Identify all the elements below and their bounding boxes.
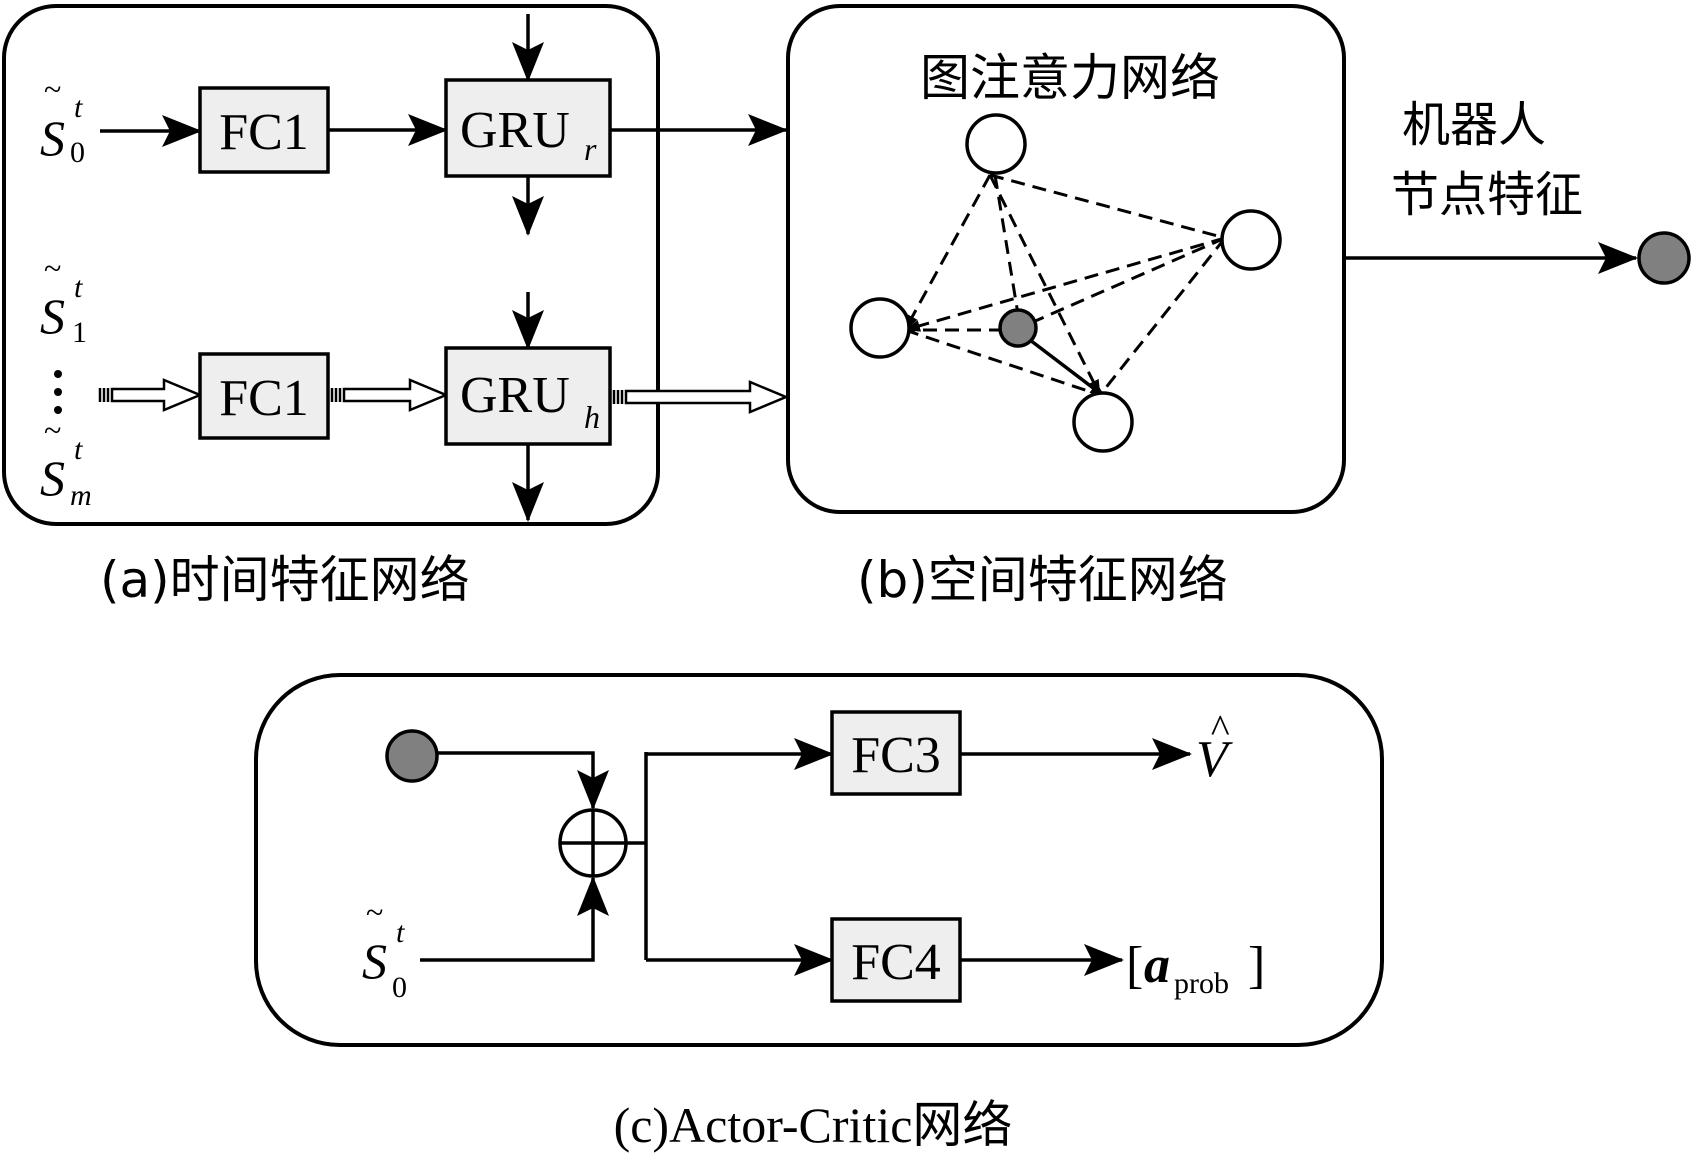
fc1-bottom-box xyxy=(198,352,330,440)
action-bracket-open: [ xyxy=(1126,937,1143,994)
gru-r-box xyxy=(444,78,612,178)
fc1-bottom-label: FC1 xyxy=(219,370,309,427)
robot-feature-output: 机器人 节点特征 xyxy=(1344,97,1691,285)
input-sm-sup: t xyxy=(74,433,83,466)
robot-feature-node xyxy=(1637,231,1691,285)
graph-node-left xyxy=(849,297,911,359)
line-s0-to-concat xyxy=(420,876,609,962)
panel-a-frame xyxy=(2,4,660,526)
input-s1-sub: 1 xyxy=(72,316,87,349)
tilde-mark: ~ xyxy=(44,412,61,448)
gru-h-base: GRU xyxy=(460,367,570,424)
tilde-mark: ~ xyxy=(44,71,61,107)
concat-operator-icon xyxy=(558,808,628,878)
output-label-line2: 节点特征 xyxy=(1391,167,1583,223)
gru-h-box xyxy=(444,346,612,446)
input-s0-c-sub: 0 xyxy=(392,971,407,1004)
fc1-top-label: FC1 xyxy=(219,104,309,161)
graph-node-bottom xyxy=(1072,391,1134,453)
input-s1-sup: t xyxy=(74,271,83,304)
gru-r-base: GRU xyxy=(460,102,570,159)
hat-mark: ^ xyxy=(1210,706,1230,751)
input-sm-label: S ~ m t xyxy=(40,412,92,512)
panel-c-frame xyxy=(254,673,1384,1047)
graph-node-right xyxy=(1220,209,1282,271)
attention-edge-solid xyxy=(1028,338,1107,399)
value-output: V xyxy=(1196,731,1233,788)
input-s0-sub: 0 xyxy=(70,136,85,169)
input-s0-c-base: S xyxy=(362,933,387,989)
line-feature-to-concat xyxy=(437,751,609,810)
attention-edges xyxy=(903,173,1227,397)
action-sub: prob xyxy=(1174,967,1229,1000)
fc3-label: FC3 xyxy=(851,727,941,784)
graph-node-top xyxy=(965,113,1027,175)
hollow-arrow-inputs-to-fc1 xyxy=(98,378,204,412)
gru-h-sub: h xyxy=(584,399,600,435)
tilde-mark: ~ xyxy=(366,894,383,930)
action-base: a xyxy=(1144,937,1170,994)
gru-h-label: GRU h xyxy=(460,367,600,435)
fc3-box xyxy=(830,710,962,796)
output-label-line1: 机器人 xyxy=(1402,97,1546,153)
gat-title: 图注意力网络 xyxy=(920,49,1220,107)
input-sm-sub: m xyxy=(70,479,92,512)
input-s1-label: S ~ 1 t xyxy=(40,250,87,349)
panel-b-spatial-network: 图注意力网络 (b)空间特征网络 xyxy=(786,4,1346,609)
input-s1-base: S xyxy=(40,288,65,344)
panel-c-actor-critic: S ~ 0 t FC3 ^ V FC4 [ a prob ] (c)Actor-… xyxy=(254,673,1384,1153)
gru-r-label: GRU r xyxy=(460,102,597,167)
fc1-top-box xyxy=(198,86,330,174)
hollow-arrow-gruh-to-gat xyxy=(612,380,790,414)
fc4-label: FC4 xyxy=(851,934,941,991)
hollow-arrow-fc1-to-gruh xyxy=(330,378,450,412)
fc4-box xyxy=(830,917,962,1003)
vertical-ellipsis-icon xyxy=(54,370,62,414)
input-s0-sup: t xyxy=(74,91,83,124)
gru-r-sub: r xyxy=(584,131,597,167)
panel-b-caption: (b)空间特征网络 xyxy=(857,551,1228,609)
panel-a-caption: (a)时间特征网络 xyxy=(100,551,470,609)
action-output-label: [ a prob ] xyxy=(1126,937,1265,1000)
input-sm-base: S xyxy=(40,450,65,506)
input-s0-label: S ~ 0 t xyxy=(40,71,85,169)
graph-node-robot xyxy=(998,308,1038,348)
robot-feature-input-node xyxy=(385,729,439,783)
tilde-mark: ~ xyxy=(44,250,61,286)
input-s0-label-c: S ~ 0 t xyxy=(362,894,407,1004)
panel-a-temporal-network: S ~ 0 t FC1 GRU r S ~ 1 t xyxy=(2,4,790,609)
input-s0-c-sup: t xyxy=(396,916,405,949)
action-bracket-close: ] xyxy=(1248,937,1265,994)
value-output-label: ^ V xyxy=(1196,706,1233,788)
panel-c-caption: (c)Actor-Critic网络 xyxy=(614,1097,1013,1153)
input-s0-base: S xyxy=(40,110,65,166)
